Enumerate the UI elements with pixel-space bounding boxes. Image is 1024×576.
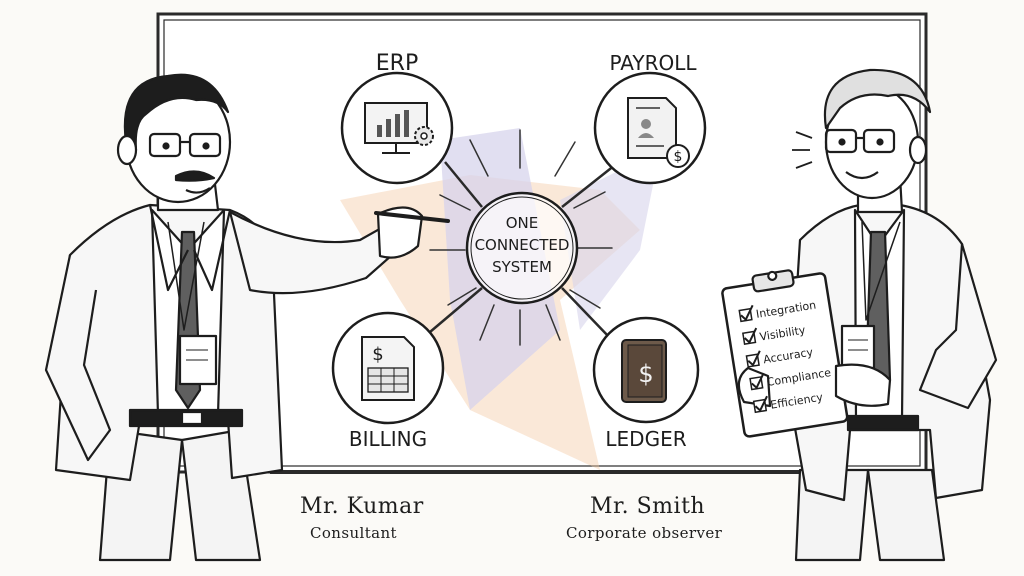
right-person-name: Mr. Smith [590,494,706,519]
payroll-document-dollar-icon: $ [627,97,690,168]
center-text-line2: CONNECTED [475,236,570,254]
ledger-book-dollar-icon: $ [621,339,667,403]
svg-text:$: $ [674,149,683,165]
center-hub: ONE CONNECTED SYSTEM [465,191,579,305]
burst-lines [429,129,613,346]
left-person-role: Consultant [310,524,397,542]
center-text-line1: ONE [506,214,539,232]
right-person-role: Corporate observer [566,524,723,542]
center-text-line3: SYSTEM [492,258,552,276]
node-payroll-label: PAYROLL [609,51,697,75]
node-ledger: $ LEDGER [592,316,700,451]
svg-text:$: $ [372,344,383,365]
node-billing: $ BILLING [331,311,445,451]
monitor-chart-gear-icon [364,102,434,154]
person-kumar [44,73,450,562]
person-smith [721,68,998,562]
svg-text:$: $ [638,360,653,388]
left-person-name: Mr. Kumar [300,494,424,519]
node-ledger-label: LEDGER [605,427,686,451]
node-billing-label: BILLING [349,427,427,451]
invoice-table-icon: $ [361,336,415,401]
connector-lines [429,161,616,339]
node-erp: ERP [340,51,454,185]
node-payroll: PAYROLL $ [593,51,707,185]
